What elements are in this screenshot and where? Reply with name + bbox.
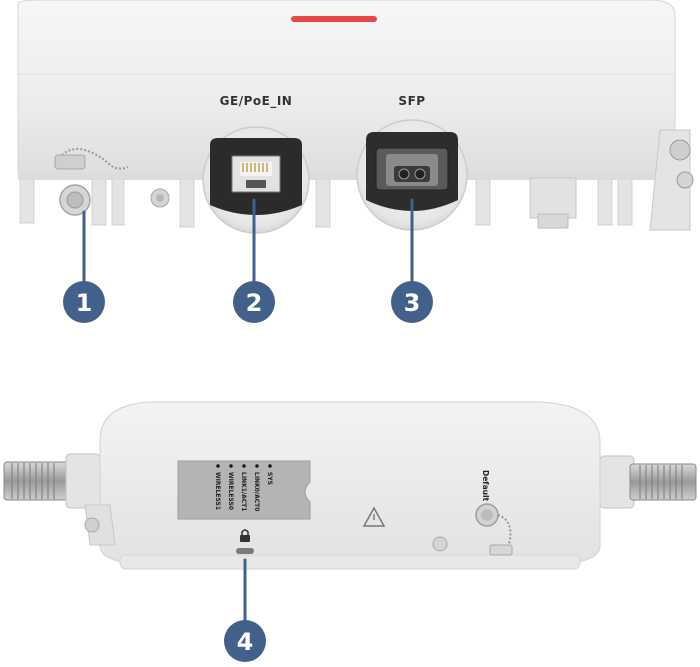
ge-poe-in-label: GE/PoE_IN	[220, 94, 293, 109]
led-dot-wireless1	[216, 464, 220, 468]
callout-4-number: 4	[237, 628, 254, 656]
callout-3-number: 3	[404, 289, 421, 317]
security-slot	[236, 548, 254, 554]
callout-leaders-top	[82, 198, 414, 284]
led-dot-link1	[242, 464, 246, 468]
led-label-sys: SYS	[266, 472, 273, 485]
led-dot-sys	[268, 464, 272, 468]
led-dot-link0	[255, 464, 259, 468]
bottom-view-device: SYS LINK0/ACT0 LINK1/ACT1 WIRELESS0 WIRE…	[3, 401, 697, 570]
callout-1: 1	[63, 281, 105, 323]
status-light-bar	[291, 16, 377, 22]
led-dot-wireless0	[229, 464, 233, 468]
sfp-port	[356, 119, 468, 231]
grounding-screw	[54, 148, 129, 216]
callout-3: 3	[391, 281, 433, 323]
led-label-wireless1: WIRELESS1	[214, 472, 221, 510]
led-label-link0-act0: LINK0/ACT0	[253, 472, 260, 511]
ge-poe-in-port	[202, 126, 310, 234]
warning-triangle-icon	[362, 506, 386, 527]
sfp-label: SFP	[398, 94, 425, 108]
callout-2: 2	[233, 281, 275, 323]
side-connector	[529, 129, 694, 231]
lock-icon	[240, 529, 250, 542]
callout-1-number: 1	[76, 289, 93, 317]
top-view-device: GE/PoE_IN SFP	[17, 0, 694, 234]
callout-4: 4	[224, 620, 266, 662]
right-n-connector	[599, 455, 697, 509]
left-n-connector	[3, 453, 101, 509]
callout-2-number: 2	[246, 289, 263, 317]
led-label-plate: SYS LINK0/ACT0 LINK1/ACT1 WIRELESS0 WIRE…	[177, 460, 311, 520]
bottom-screw	[432, 536, 448, 552]
led-label-wireless0: WIRELESS0	[227, 472, 234, 510]
default-button-label: Default	[481, 470, 490, 502]
default-reset-button	[475, 503, 513, 556]
led-label-link1-act1: LINK1/ACT1	[240, 472, 247, 511]
